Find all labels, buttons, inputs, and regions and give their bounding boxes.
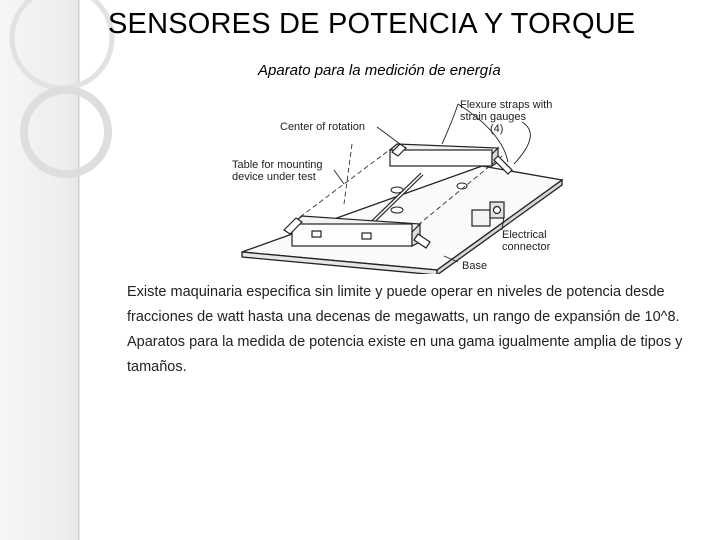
label-center-rotation: Center of rotation (280, 121, 365, 133)
flexure-straps (283, 143, 513, 249)
energy-measurement-diagram: Flexure straps with strain gauges (4) Ce… (232, 99, 564, 274)
label-leaders (333, 103, 531, 263)
electrical-connector-block (471, 201, 505, 227)
paragraph-instruments: Aparatos para la medida de potencia exis… (127, 334, 683, 375)
label-table-mounting: Table for mounting (232, 159, 323, 171)
label-flexure-straps: Flexure straps with (460, 99, 552, 111)
table-dashed-axis (299, 143, 503, 226)
label-electrical: Electrical (502, 229, 547, 241)
label-gauge-count: (4) (490, 123, 503, 135)
body-text: Existe maquinaria especifica sin limite … (127, 280, 692, 380)
rear-mount-block (388, 143, 500, 168)
label-device-test: device under test (232, 171, 316, 183)
paragraph-machinery: Existe maquinaria especifica sin limite … (127, 284, 680, 325)
decorative-rings (9, 0, 115, 178)
label-base: Base (462, 260, 487, 272)
label-connector: connector (502, 241, 551, 253)
left-divider (78, 0, 79, 540)
slide-subtitle: Aparato para la medición de energía (258, 62, 501, 79)
front-mount-block (290, 215, 422, 247)
slide-title: SENSORES DE POTENCIA Y TORQUE (108, 8, 636, 40)
label-strain-gauges: strain gauges (460, 111, 527, 123)
